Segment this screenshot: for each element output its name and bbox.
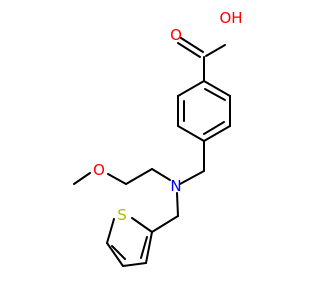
bond-n-ch2-thienyl — [176, 192, 179, 217]
bond-o-ch3 — [73, 172, 91, 185]
bond-thio-c4-c3 — [122, 262, 147, 267]
bond-n-ch2 — [151, 168, 171, 181]
bond-ch2-ch2 — [125, 168, 153, 185]
bond-carbonyl-b — [180, 37, 204, 53]
ether-oxygen-label: O — [93, 161, 105, 179]
thiophene-sulfur-label: S — [117, 206, 127, 224]
bond-thio-c2-s — [131, 217, 153, 233]
bond-ring-inner-2 — [203, 121, 225, 135]
bond-thio-s-c5 — [106, 218, 115, 244]
bonds — [73, 37, 231, 267]
bond-thio-c5-c4 — [106, 242, 124, 267]
bond-thio-inner-2 — [140, 236, 148, 259]
amine-nitrogen-label: N — [170, 177, 181, 195]
bond-ring-inner-1 — [204, 88, 226, 101]
bond-ring-1 — [203, 80, 231, 97]
bond-carbonyl-a — [177, 42, 201, 58]
bond-thio-c3-c2 — [145, 231, 153, 264]
hydroxyl-label: OH — [219, 9, 242, 27]
carbonyl-oxygen-label: O — [170, 26, 182, 44]
bond-ring-3 — [203, 125, 231, 142]
bond-c-oh — [205, 44, 226, 57]
molecule-diagram: O OH O N S — [73, 9, 243, 267]
bond-ring-4 — [177, 125, 205, 142]
bond-ch2-o — [107, 173, 127, 185]
bond-ch2-thiophene — [151, 215, 179, 233]
bond-thio-inner-1 — [111, 245, 126, 260]
bond-ring-6 — [177, 80, 205, 97]
bond-ch2-n — [179, 170, 205, 185]
atom-labels: O OH O N S — [93, 9, 242, 224]
